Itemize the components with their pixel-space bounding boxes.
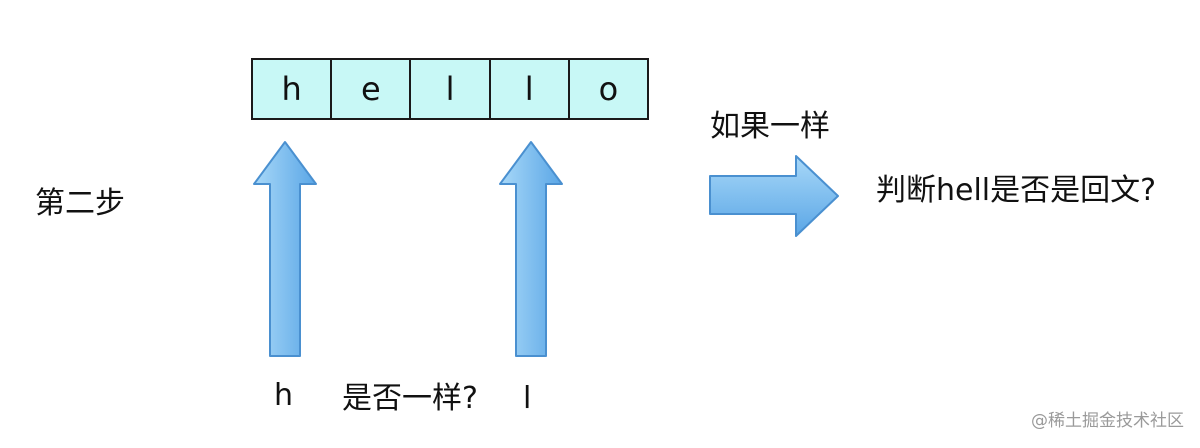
left-pointer-char: h — [274, 378, 294, 413]
judge-label: 判断hell是否是回文? — [876, 173, 1157, 208]
cell-0: h — [253, 60, 333, 118]
string-cells: h e l l o — [251, 58, 649, 120]
step-label: 第二步 — [35, 186, 125, 221]
compare-question: 是否一样? — [342, 381, 478, 416]
result-arrow — [709, 155, 839, 237]
cell-2: l — [411, 60, 491, 118]
right-pointer-char: l — [523, 381, 532, 416]
if-same-label: 如果一样 — [710, 109, 830, 144]
left-pointer-arrow — [253, 141, 317, 357]
cell-4: o — [598, 70, 619, 108]
watermark: @稀土掘金技术社区 — [1031, 411, 1184, 431]
cell-3: l — [491, 60, 570, 118]
right-pointer-arrow — [499, 141, 563, 357]
cell-1: e — [332, 60, 412, 118]
